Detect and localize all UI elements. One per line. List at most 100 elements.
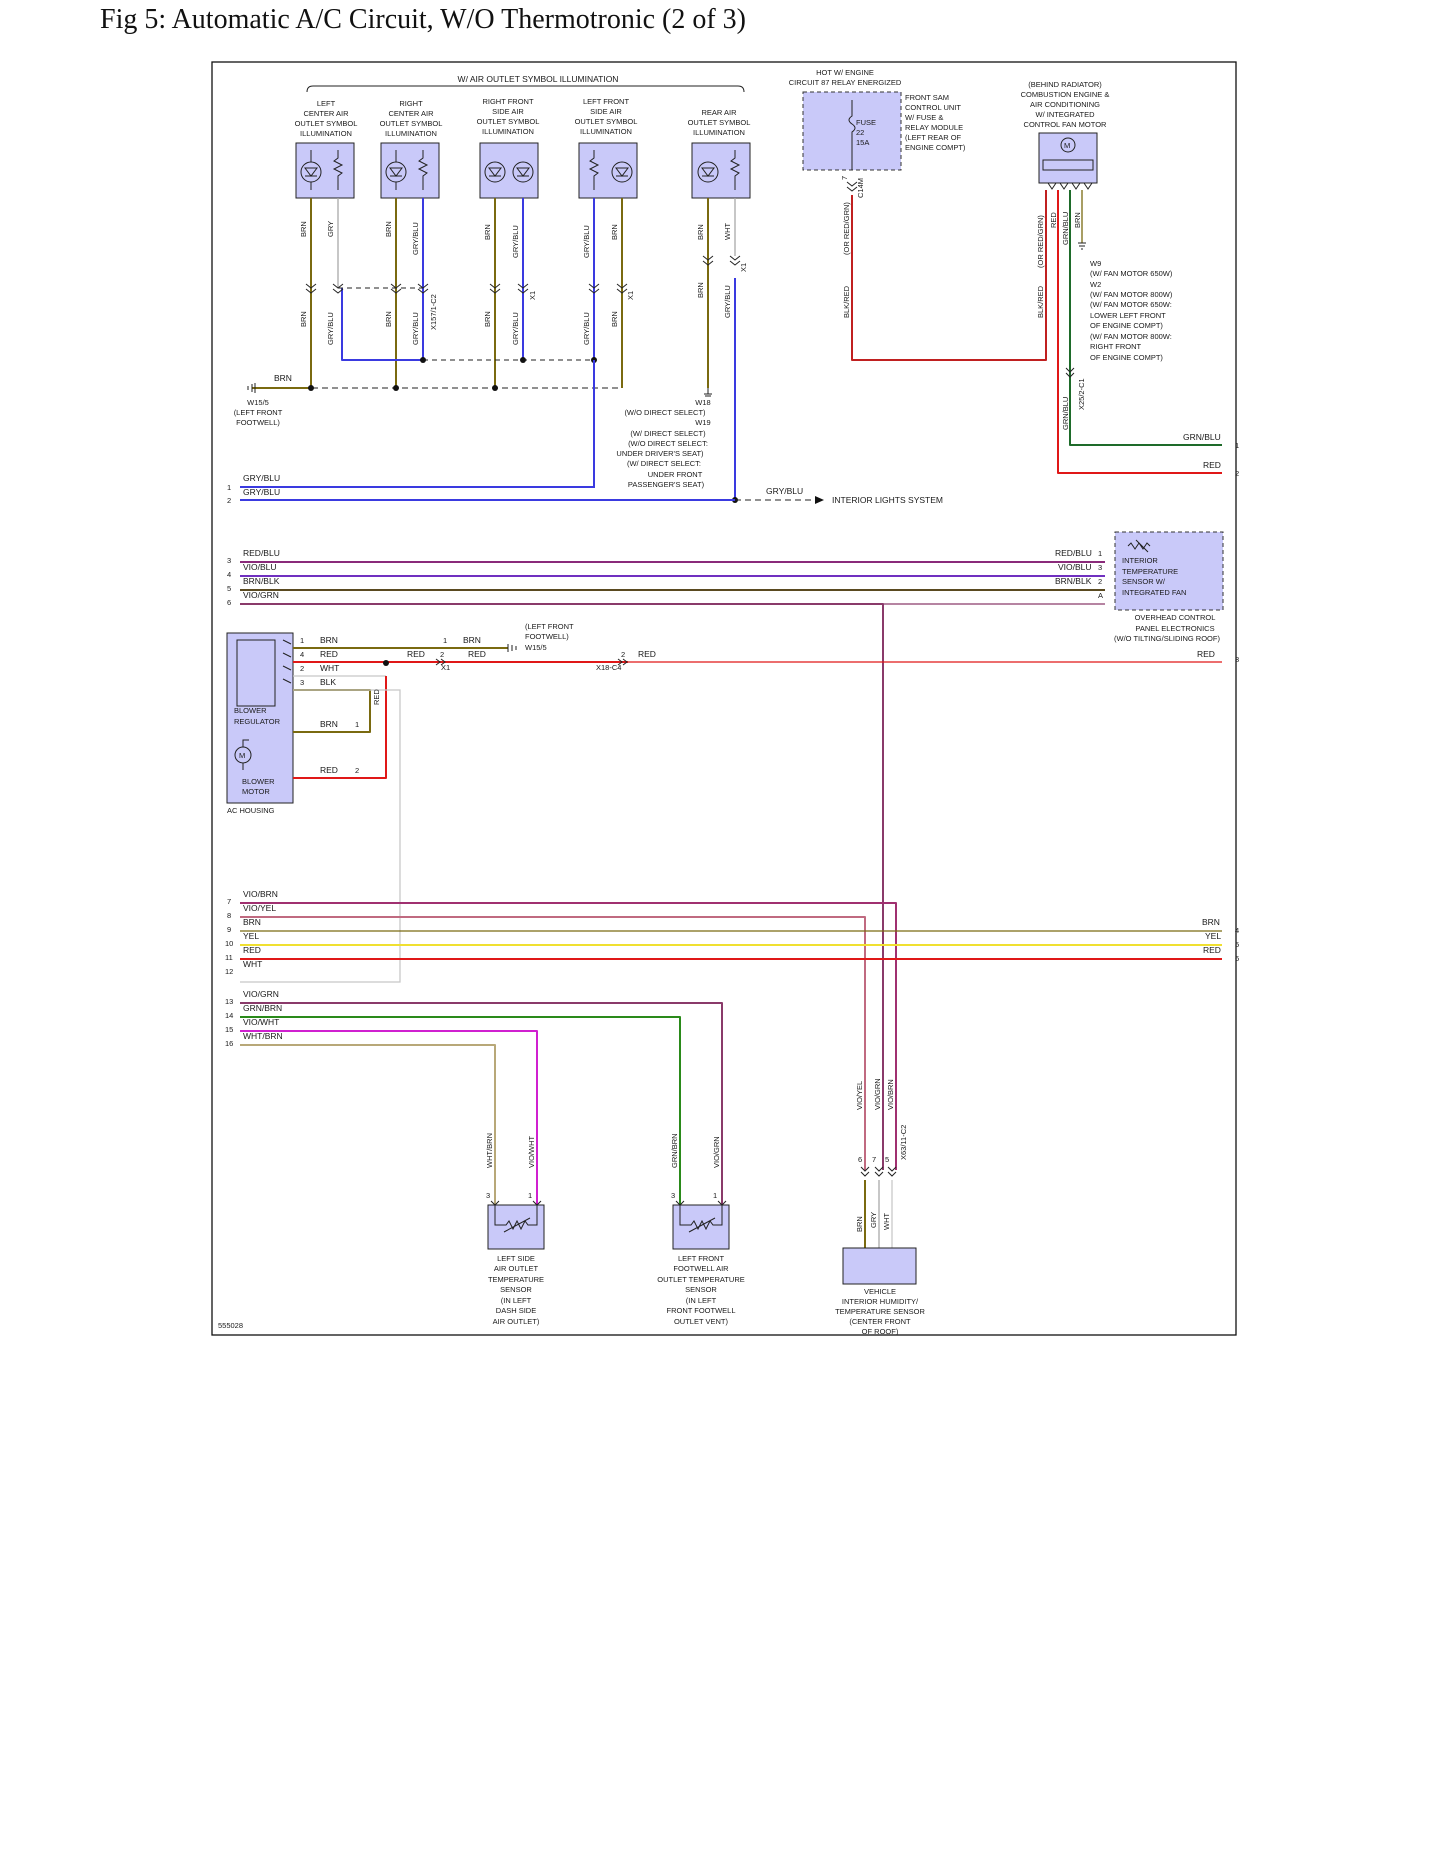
svg-text:UNDER DRIVER'S SEAT): UNDER DRIVER'S SEAT) — [616, 449, 704, 458]
svg-text:X1: X1 — [626, 291, 635, 300]
svg-text:AIR CONDITIONING: AIR CONDITIONING — [1030, 100, 1100, 109]
svg-text:SENSOR: SENSOR — [685, 1285, 717, 1294]
left-edge-pins: 1 2 3 4 5 6 7 8 9 10 11 12 13 14 15 16 — [225, 483, 233, 1048]
svg-text:C14M: C14M — [856, 178, 865, 198]
svg-text:RED: RED — [468, 649, 486, 659]
svg-text:OUTLET SYMBOL: OUTLET SYMBOL — [688, 118, 751, 127]
svg-text:OUTLET VENT): OUTLET VENT) — [674, 1317, 729, 1326]
svg-text:X63/11-C2: X63/11-C2 — [899, 1125, 908, 1160]
svg-text:2: 2 — [1235, 469, 1239, 478]
svg-text:VIO/BLU: VIO/BLU — [1058, 562, 1092, 572]
ground-w18-w19: W18 (W/O DIRECT SELECT) W19 (W/ DIRECT S… — [616, 388, 712, 489]
svg-text:LEFT FRONT: LEFT FRONT — [678, 1254, 725, 1263]
svg-text:(W/ FAN MOTOR 650W): (W/ FAN MOTOR 650W) — [1090, 269, 1173, 278]
svg-text:VIO/YEL: VIO/YEL — [855, 1081, 864, 1110]
svg-text:14: 14 — [225, 1011, 233, 1020]
svg-text:RED: RED — [1203, 460, 1221, 470]
svg-text:X1: X1 — [528, 291, 537, 300]
svg-text:(BEHIND RADIATOR): (BEHIND RADIATOR) — [1028, 80, 1102, 89]
svg-text:CONTROL UNIT: CONTROL UNIT — [905, 103, 961, 112]
svg-text:BRN: BRN — [483, 224, 492, 240]
interior-temperature-sensor: INTERIOR TEMPERATURE SENSOR W/ INTEGRATE… — [1114, 531, 1224, 643]
svg-text:4: 4 — [1235, 926, 1239, 935]
svg-text:2: 2 — [300, 664, 304, 673]
svg-text:LEFT SIDE: LEFT SIDE — [497, 1254, 535, 1263]
svg-text:A: A — [1098, 591, 1103, 600]
svg-text:X1: X1 — [441, 663, 450, 672]
svg-text:UNDER FRONT: UNDER FRONT — [648, 470, 703, 479]
outlet-connectors — [305, 255, 741, 294]
svg-text:CENTER AIR: CENTER AIR — [388, 109, 434, 118]
svg-text:SENSOR: SENSOR — [500, 1285, 532, 1294]
svg-text:W2: W2 — [1090, 280, 1101, 289]
svg-text:MOTOR: MOTOR — [242, 787, 270, 796]
svg-text:GRY: GRY — [326, 221, 335, 237]
svg-text:GRY/BLU: GRY/BLU — [411, 222, 420, 255]
svg-text:BRN: BRN — [299, 221, 308, 237]
outlet-4-illumination — [578, 142, 638, 199]
outlet-3-illumination — [479, 142, 539, 199]
svg-text:RED: RED — [320, 765, 338, 775]
interior-temp-bus: RED/BLU VIO/BLU BRN/BLK VIO/GRN RED/BLU … — [240, 548, 1105, 1170]
svg-text:5: 5 — [1235, 940, 1239, 949]
ground-w15-5: BRN W15/5 (LEFT FRONT FOOTWELL) — [234, 373, 292, 427]
svg-text:15A: 15A — [856, 138, 869, 147]
svg-text:(W/ FAN MOTOR 800W:: (W/ FAN MOTOR 800W: — [1090, 332, 1172, 341]
svg-text:AC HOUSING: AC HOUSING — [227, 806, 275, 815]
svg-text:5: 5 — [227, 584, 231, 593]
svg-text:VIO/BRN: VIO/BRN — [886, 1079, 895, 1110]
svg-text:VIO/GRN: VIO/GRN — [873, 1078, 882, 1110]
svg-text:GRY/BLU: GRY/BLU — [582, 225, 591, 258]
outlet-1-illumination — [295, 142, 355, 199]
svg-text:RED/BLU: RED/BLU — [243, 548, 280, 558]
svg-text:1: 1 — [1098, 549, 1102, 558]
svg-text:(W/ FAN MOTOR 650W:: (W/ FAN MOTOR 650W: — [1090, 300, 1172, 309]
svg-text:(LEFT FRONT: (LEFT FRONT — [234, 408, 283, 417]
svg-text:INTERIOR: INTERIOR — [1122, 556, 1158, 565]
svg-text:6: 6 — [1235, 954, 1239, 963]
svg-text:FRONT SAM: FRONT SAM — [905, 93, 949, 102]
svg-text:BLK/RED: BLK/RED — [1036, 285, 1045, 318]
svg-text:RED: RED — [1203, 945, 1221, 955]
svg-text:GRN/BRN: GRN/BRN — [243, 1003, 282, 1013]
svg-text:BRN/BLK: BRN/BLK — [243, 576, 280, 586]
svg-text:2: 2 — [621, 650, 625, 659]
svg-text:(IN LEFT: (IN LEFT — [686, 1296, 717, 1305]
svg-text:BRN: BRN — [274, 373, 292, 383]
fan-motor: (BEHIND RADIATOR) COMBUSTION ENGINE & AI… — [1021, 80, 1109, 190]
lower-bus: VIO/BRN VIO/YEL BRN YEL RED WHT BRN YEL … — [240, 889, 1222, 1170]
svg-text:3: 3 — [1098, 563, 1102, 572]
svg-text:BRN: BRN — [855, 1216, 864, 1232]
outlet-2-illumination — [380, 142, 440, 199]
svg-text:CONTROL FAN MOTOR: CONTROL FAN MOTOR — [1024, 120, 1108, 129]
svg-text:(OR RED/GRN): (OR RED/GRN) — [1036, 215, 1045, 268]
svg-text:INTEGRATED FAN: INTEGRATED FAN — [1122, 588, 1186, 597]
svg-text:ILLUMINATION: ILLUMINATION — [385, 129, 437, 138]
svg-text:1: 1 — [227, 483, 231, 492]
svg-text:GRY: GRY — [869, 1212, 878, 1228]
svg-text:GRN/BLU: GRN/BLU — [1061, 397, 1070, 430]
svg-text:3: 3 — [1235, 655, 1239, 664]
svg-text:(W/ DIRECT SELECT:: (W/ DIRECT SELECT: — [627, 459, 701, 468]
gry-blu-feed: GRY/BLU GRY/BLU GRY/BLU INTERIOR LIGHTS … — [240, 360, 943, 505]
svg-text:BRN: BRN — [299, 311, 308, 327]
outlet-5-label: REAR AIR OUTLET SYMBOL ILLUMINATION — [688, 108, 751, 137]
svg-text:10: 10 — [225, 939, 233, 948]
svg-text:1: 1 — [443, 636, 447, 645]
svg-text:VIO/GRN: VIO/GRN — [243, 590, 279, 600]
svg-text:OUTLET SYMBOL: OUTLET SYMBOL — [380, 119, 443, 128]
svg-text:GRY/BLU: GRY/BLU — [243, 487, 280, 497]
svg-text:7: 7 — [227, 897, 231, 906]
outlet-4-label: LEFT FRONT SIDE AIR OUTLET SYMBOL ILLUMI… — [575, 97, 638, 136]
svg-text:3: 3 — [671, 1191, 675, 1200]
svg-text:VIO/WHT: VIO/WHT — [527, 1136, 536, 1168]
svg-text:1: 1 — [300, 636, 304, 645]
svg-text:SIDE AIR: SIDE AIR — [492, 107, 524, 116]
svg-text:(LEFT FRONT: (LEFT FRONT — [525, 622, 574, 631]
svg-text:X157/1-C2: X157/1-C2 — [429, 294, 438, 330]
svg-text:BRN: BRN — [463, 635, 481, 645]
svg-text:FRONT FOOTWELL: FRONT FOOTWELL — [666, 1306, 735, 1315]
svg-text:4: 4 — [300, 650, 304, 659]
svg-text:CENTER AIR: CENTER AIR — [303, 109, 349, 118]
fan-motor-notes: W9 (W/ FAN MOTOR 650W) W2 (W/ FAN MOTOR … — [1090, 259, 1173, 362]
